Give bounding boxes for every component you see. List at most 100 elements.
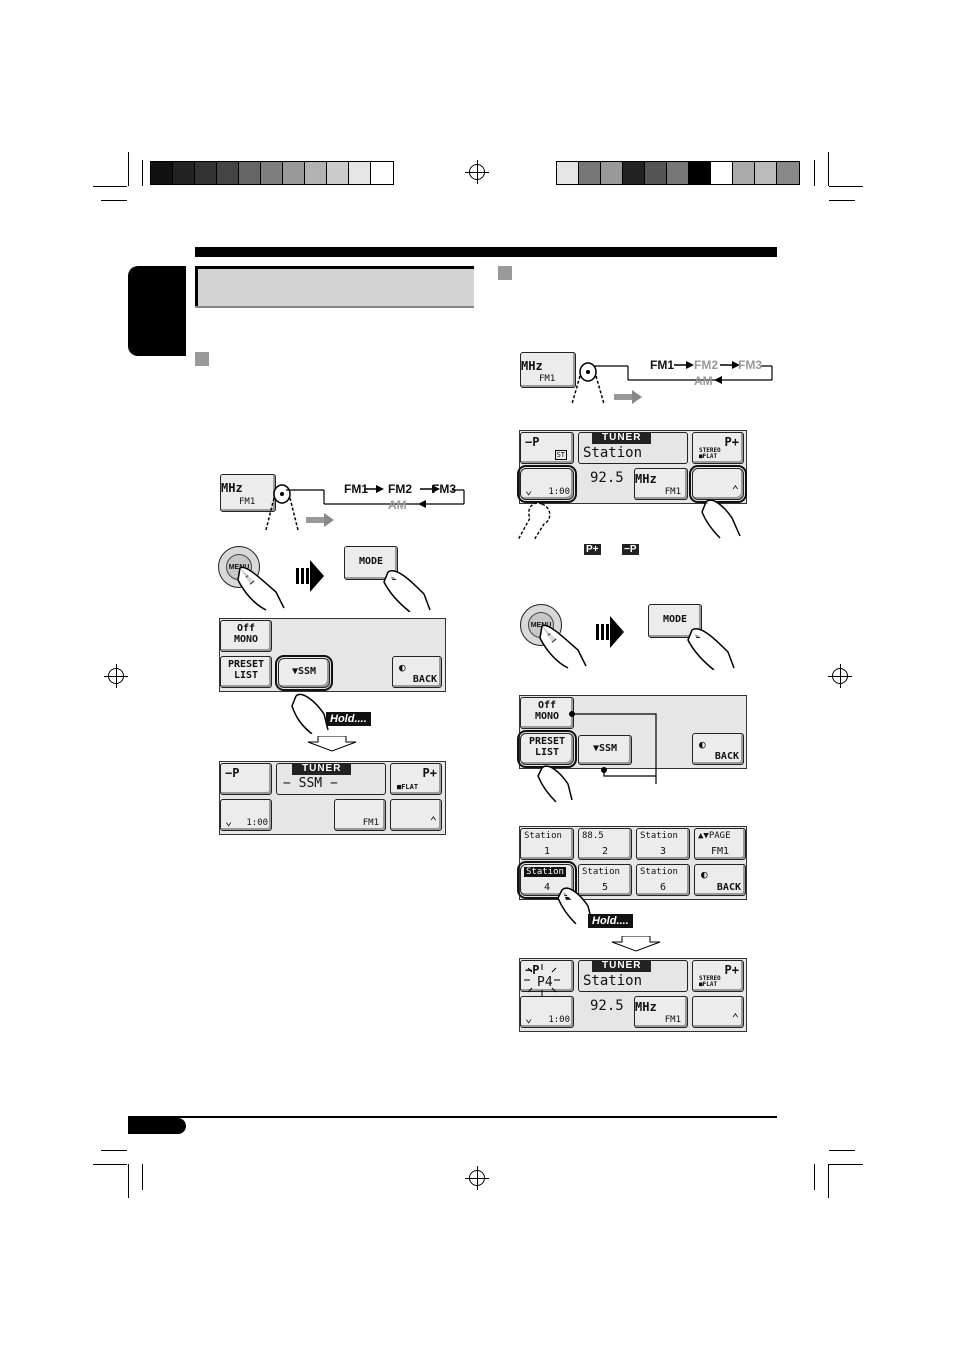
preset-list-button[interactable]: PRESET LIST (220, 656, 272, 688)
chevron-up-icon: ⌃ (429, 814, 437, 828)
preset-number: P4 (537, 975, 553, 990)
preset-button[interactable]: Station 4 (517, 861, 577, 899)
gray-arrow-icon (614, 390, 642, 404)
preset-label: 88.5 (582, 831, 604, 841)
off-mono-button[interactable]: Off MONO (220, 620, 272, 652)
minus-p-button[interactable]: −P P4 (520, 960, 574, 992)
seek-down-button[interactable]: ⌄ 1:00 (517, 465, 577, 503)
back-icon: ◐ (701, 868, 708, 881)
preset-label: BACK (716, 882, 741, 893)
tuner-tag: TUNER (592, 432, 652, 444)
band-fm3: FM3 (432, 482, 456, 496)
minus-p-button[interactable]: −P ST (520, 432, 574, 464)
registration-mark-left (104, 664, 128, 688)
preset-list-button[interactable]: PRESET LIST (517, 730, 577, 768)
hand-icon (701, 499, 741, 539)
down-arrow-icon (611, 936, 661, 952)
back-button[interactable]: ◐ BACK (392, 656, 442, 688)
color-swatch (371, 162, 393, 184)
color-bar-left (150, 161, 394, 185)
registration-mark-bottom (465, 1166, 489, 1190)
band-fm2: FM2 (388, 482, 412, 496)
off-mono-button[interactable]: Off MONO (520, 697, 574, 729)
seek-down-button[interactable]: ⌄ 1:00 (220, 799, 272, 831)
step-marker-1 (195, 352, 209, 366)
hand-icon (383, 569, 431, 612)
registration-mark-right (828, 664, 852, 688)
page-number-tab (128, 1118, 186, 1134)
hand-icon (537, 765, 573, 802)
hold-label: Hold.... (326, 712, 371, 726)
color-swatch (601, 162, 623, 184)
plus-p-button[interactable]: P+ STEREO ■FLAT (692, 960, 744, 992)
side-tab (128, 266, 186, 356)
minus-p-key-icon: −P (622, 544, 639, 555)
plus-p-button[interactable]: P+ ■FLAT (390, 763, 442, 795)
back-icon: ◐ (399, 661, 406, 674)
color-swatch (349, 162, 371, 184)
color-swatch (667, 162, 689, 184)
color-swatch (195, 162, 217, 184)
seek-up-button[interactable]: ⌃ (390, 799, 442, 831)
band-fm3: FM3 (738, 358, 762, 372)
color-swatch (579, 162, 601, 184)
ssm-button[interactable]: ▼SSM (275, 655, 333, 691)
preset-label: Station (640, 831, 678, 841)
preset-button[interactable]: BACK ◐ (694, 864, 746, 896)
band-am: AM (388, 498, 407, 512)
flash-icon (524, 964, 560, 996)
gray-arrow-icon (306, 513, 334, 527)
plus-p-button[interactable]: P+ STEREO ■FLAT (692, 432, 744, 464)
band-fm1: FM1 (650, 358, 674, 372)
band-cycle-arrows (286, 485, 465, 508)
color-swatch (711, 162, 733, 184)
color-swatch (261, 162, 283, 184)
p-plus-key-icon: P+ (584, 544, 601, 555)
color-swatch (283, 162, 305, 184)
color-swatch (557, 162, 579, 184)
mhz-label: MHz (221, 481, 243, 495)
back-button[interactable]: ◐ BACK (692, 733, 744, 765)
fm1-button[interactable]: FM1 (334, 799, 386, 831)
step-marker-2 (498, 266, 512, 280)
registration-mark-top (465, 160, 489, 184)
callout-lines (569, 711, 657, 784)
seek-down-button[interactable]: ⌄ 1:00 (520, 996, 574, 1028)
step-arrow-icon (296, 560, 324, 592)
tuner-tag: TUNER (292, 763, 352, 775)
fm1-button[interactable]: MHz FM1 (634, 468, 688, 500)
preset-label: Station (582, 867, 620, 877)
seek-up-button[interactable]: ⌃ (689, 465, 747, 503)
band-button[interactable]: MHz FM1 (520, 352, 576, 388)
ssm-button[interactable]: ▼SSM (578, 735, 632, 765)
preset-number: 6 (659, 882, 667, 893)
preset-label: Station (640, 867, 678, 877)
band-cycle-arrows (594, 361, 773, 384)
chevron-up-icon: ⌃ (731, 1011, 739, 1025)
finger-icon (517, 502, 551, 541)
hand-icon (237, 566, 285, 611)
preset-label: ▲▼PAGE (698, 831, 731, 841)
hold-label: Hold.... (588, 914, 633, 928)
fm1-label: FM1 (239, 497, 256, 507)
preset-label: Station (524, 867, 566, 877)
color-swatch (689, 162, 711, 184)
minus-p-button[interactable]: −P (220, 763, 272, 795)
hand-icon (687, 627, 735, 670)
band-button[interactable]: MHz FM1 (220, 474, 276, 512)
preset-number: 1 (543, 846, 551, 857)
color-swatch (173, 162, 195, 184)
color-swatch (327, 162, 349, 184)
preset-button[interactable]: Station 6 (636, 864, 690, 896)
fm1-button[interactable]: MHz FM1 (634, 996, 688, 1028)
tuner-tag: TUNER (592, 960, 652, 972)
station-display: Station (578, 432, 688, 464)
finger-icon (571, 362, 605, 405)
preset-number: 4 (543, 882, 551, 893)
seek-up-button[interactable]: ⌃ (692, 996, 744, 1028)
